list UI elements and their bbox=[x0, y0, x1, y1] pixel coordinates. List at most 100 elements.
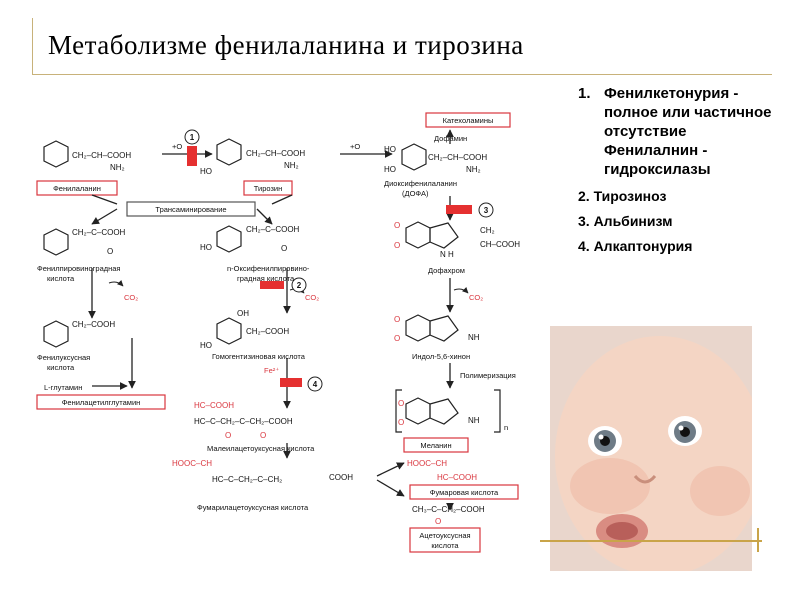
formula-fumaryl-cooh: COOH bbox=[329, 473, 353, 482]
formula-hpp: CH₂–C–COOH bbox=[246, 225, 300, 234]
ring-melanin bbox=[405, 397, 431, 425]
ring-pa bbox=[43, 320, 69, 348]
ring-pp bbox=[43, 228, 69, 256]
label-phenylacetic-1: Фенилуксусная bbox=[37, 353, 90, 362]
formula-maleyl-o: O bbox=[225, 431, 231, 440]
decor-line-horizontal bbox=[540, 540, 762, 542]
label-acetoacetic-2: кислота bbox=[431, 541, 459, 550]
formula-o4: O bbox=[394, 334, 400, 343]
label-hppyruvic-2: градная кислота bbox=[237, 274, 295, 283]
label-phenylacetic-2: кислота bbox=[47, 363, 75, 372]
formula-o1: O bbox=[394, 221, 400, 230]
decor-line-vertical bbox=[757, 528, 759, 552]
label-indol: Индол-5,6-хинон bbox=[412, 352, 470, 361]
metabolism-diagram: 1 2 3 4 Фенилаланин Тирозин Катехоламины… bbox=[32, 108, 552, 553]
label-dopachrome: Дофахром bbox=[428, 266, 465, 275]
formula-o6: O bbox=[398, 418, 404, 427]
formula-fumaryl-2: HC–C–CH₂–C–CH₂ bbox=[212, 475, 282, 484]
formula-aceto-o: O bbox=[435, 517, 441, 526]
formula-indol-nh: NH bbox=[468, 333, 480, 342]
formula-mel-nh: NH bbox=[468, 416, 480, 425]
label-dopa-1: Диоксифенилаланин bbox=[384, 179, 457, 188]
label-catecholamines: Катехоламины bbox=[443, 116, 494, 125]
formula-homog-oh: OH bbox=[237, 309, 249, 318]
formula-fumaric-1: HOOC–CH bbox=[407, 459, 447, 468]
label-phenylacetylglutamine: Фенилацетилглутамин bbox=[62, 398, 141, 407]
ring-dopa bbox=[401, 143, 427, 171]
label-melanin: Меланин bbox=[420, 441, 451, 450]
label-maleylacetoacetic: Малеилацетоуксусная кислота bbox=[207, 444, 315, 453]
formula-pp: CH₂–C–COOH bbox=[72, 228, 126, 237]
formula-pp-o: O bbox=[107, 247, 113, 256]
box-acetoacetic bbox=[409, 527, 481, 553]
formula-homog-ho: HO bbox=[200, 341, 212, 350]
disease-item-1-text: Фенилкетонурия - полное или частичное от… bbox=[604, 85, 772, 178]
title-accent-vertical bbox=[32, 18, 33, 74]
formula-tyr-nh2: NH₂ bbox=[284, 161, 299, 170]
label-ppyruvic-1: Фенилпировиноградная bbox=[37, 264, 121, 273]
formula-fumaryl-1: HOOC–CH bbox=[172, 459, 212, 468]
disease-item-2: 2. Тирозиноз bbox=[578, 188, 667, 204]
ring-indol bbox=[405, 314, 431, 342]
label-tyrosine: Тирозин bbox=[254, 184, 282, 193]
formula-homog: CH₂–COOH bbox=[246, 327, 289, 336]
block-number-4: 4 bbox=[313, 380, 318, 389]
formula-o2: O bbox=[394, 241, 400, 250]
block-3 bbox=[446, 205, 472, 214]
label-transamination: Трансаминирование bbox=[155, 205, 226, 214]
block-number-3: 3 bbox=[484, 206, 489, 215]
baby-photo bbox=[550, 326, 752, 571]
box-transamination bbox=[126, 201, 256, 217]
slide-title: Метаболизме фенилаланина и тирозина bbox=[48, 30, 524, 60]
formula-dc-nh: N H bbox=[440, 250, 454, 259]
ring-phe bbox=[43, 140, 69, 168]
formula-maleyl-2: HC–C–CH₂–C–CH₂–COOH bbox=[194, 417, 293, 426]
label-dopa-2: (ДОФА) bbox=[402, 189, 429, 198]
ring-mel-5 bbox=[429, 398, 459, 425]
box-fumaric bbox=[409, 484, 519, 500]
formula-dc-ch2: CH₂ bbox=[480, 226, 495, 235]
disease-item-4: 4. Алкаптонурия bbox=[578, 238, 693, 254]
label-fe: Fe²⁺ bbox=[264, 366, 279, 375]
formula-dc-tail: CH–COOH bbox=[480, 240, 520, 249]
label-fumaric: Фумаровая кислота bbox=[430, 488, 499, 497]
label-plus-o-2: +O bbox=[350, 142, 360, 151]
label-co2-1: CO₂ bbox=[124, 293, 138, 302]
formula-ho-dopa-1: HO bbox=[384, 145, 396, 154]
label-hppyruvic-1: n-Оксифенилпировино- bbox=[227, 264, 310, 273]
formula-tyr: CH₂–CH–COOH bbox=[246, 149, 305, 158]
formula-dopa-nh2: NH₂ bbox=[466, 165, 481, 174]
formula-o3: O bbox=[394, 315, 400, 324]
formula-pa: CH₂–COOH bbox=[72, 320, 115, 329]
box-melanin bbox=[403, 437, 469, 453]
label-glutamine: L-глутамин bbox=[44, 383, 82, 392]
title-accent-horizontal bbox=[32, 74, 772, 75]
box-catecholamines bbox=[425, 112, 511, 128]
formula-o5: O bbox=[398, 399, 404, 408]
formula-phe-nh2: NH₂ bbox=[110, 163, 125, 172]
formula-ho-hpp: HO bbox=[200, 243, 212, 252]
box-tyrosine bbox=[243, 180, 293, 196]
label-co2-3: CO₂ bbox=[469, 293, 483, 302]
label-phenylalanine: Фенилаланин bbox=[53, 184, 101, 193]
block-1 bbox=[187, 146, 197, 166]
ring-indol-5 bbox=[429, 315, 459, 342]
box-phenylacetylglutamine bbox=[36, 394, 166, 410]
diseases-list: 1. Фенилкетонурия - полное или частичное… bbox=[578, 84, 788, 263]
formula-dopa: CH₂–CH–COOH bbox=[428, 153, 487, 162]
formula-ho-tyr: HO bbox=[200, 167, 212, 176]
disease-item-1: 1. Фенилкетонурия - полное или частичное… bbox=[578, 84, 788, 179]
label-co2-2: CO₂ bbox=[305, 293, 319, 302]
block-number-1: 1 bbox=[190, 133, 195, 142]
formula-hpp-o: O bbox=[281, 244, 287, 253]
formula-aceto: CH₃–C–CH₂–COOH bbox=[412, 505, 485, 514]
ring-dc-5 bbox=[429, 222, 459, 249]
disease-item-3: 3. Альбинизм bbox=[578, 213, 673, 229]
block-number-2: 2 bbox=[297, 281, 302, 290]
label-fumarylacetoacetic: Фумарилацетоуксусная кислота bbox=[197, 503, 309, 512]
ring-tyr bbox=[216, 138, 242, 166]
formula-fumaric-2: HC–COOH bbox=[437, 473, 477, 482]
label-ppyruvic-2: кислота bbox=[47, 274, 75, 283]
label-n: n bbox=[504, 423, 508, 432]
block-2 bbox=[260, 281, 284, 289]
